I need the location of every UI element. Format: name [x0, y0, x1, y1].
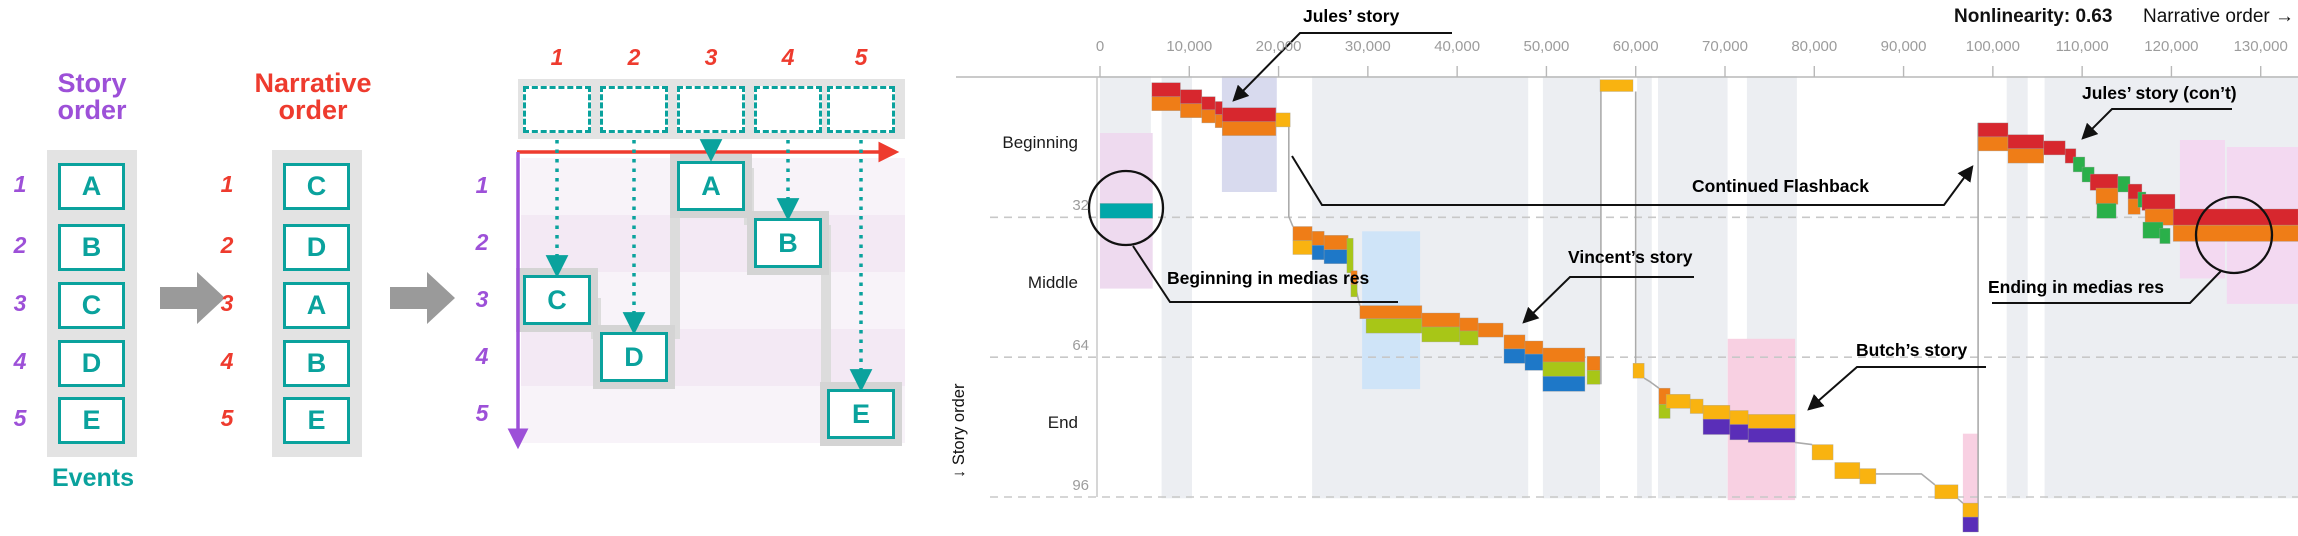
annotation-leader — [1992, 270, 2222, 304]
scene-segment — [1747, 428, 1796, 443]
scene-segment — [1859, 468, 1877, 485]
scene-segment — [1421, 326, 1461, 343]
scene-segment — [1222, 107, 1277, 122]
scene-segment — [2007, 148, 2045, 164]
scene-segment — [1350, 284, 1358, 298]
narrative-connector — [1794, 441, 1813, 446]
scene-segment — [1346, 238, 1354, 274]
scene-segment — [1311, 231, 1325, 246]
annotation-leader — [1522, 276, 1694, 324]
scene-segment — [1099, 203, 1154, 219]
scene-segment — [1524, 340, 1544, 355]
chart-band — [1100, 76, 1151, 136]
scene-segment — [1599, 79, 1634, 92]
scene-segment — [1934, 484, 1959, 500]
scene-segment — [1729, 410, 1749, 425]
scene-segment — [1180, 103, 1203, 118]
scene-segment — [1421, 312, 1461, 328]
highlight-circle — [1087, 169, 1165, 247]
scene-segment — [1658, 404, 1671, 419]
annotation-leader — [1807, 366, 1986, 411]
scene-segment — [1151, 96, 1181, 111]
scene-segment — [1542, 347, 1586, 363]
scene-segment — [1811, 444, 1834, 461]
scene-segment — [2141, 193, 2176, 211]
annotation-leader — [1232, 32, 1452, 102]
scene-segment — [1214, 114, 1223, 128]
scene-segment — [1665, 393, 1691, 409]
scene-segment — [2007, 134, 2045, 149]
scene-segment — [1542, 361, 1586, 377]
scene-segment — [1214, 101, 1223, 115]
scene-segment — [2064, 148, 2077, 164]
highlight-circle — [2194, 195, 2274, 275]
scene-segment — [1702, 418, 1731, 435]
scene-segment — [1689, 398, 1704, 414]
scene-segment — [2172, 208, 2298, 226]
scene-segment — [1747, 414, 1796, 429]
annotation-leader — [1132, 245, 1398, 303]
scene-segment — [2172, 224, 2298, 242]
scene-segment — [2095, 187, 2119, 205]
mini-row-band — [521, 215, 905, 272]
scene-segment — [1323, 235, 1349, 251]
chart-band — [1312, 76, 1529, 499]
scene-segment — [1586, 369, 1601, 385]
chart-band — [1962, 433, 1979, 505]
scene-segment — [1459, 330, 1479, 346]
narrative-connector — [1875, 473, 1936, 486]
scene-segment — [1459, 317, 1479, 332]
scene-segment — [1151, 82, 1181, 97]
scene-segment — [1201, 96, 1216, 111]
scene-segment — [2096, 203, 2117, 219]
annotation-leader — [2081, 108, 2232, 140]
scene-segment — [1702, 404, 1731, 420]
scene-segment — [1524, 353, 1544, 371]
scene-segment — [1503, 348, 1526, 364]
scene-segment — [1977, 122, 2009, 138]
scene-segment — [1834, 462, 1861, 480]
chart-band — [1542, 76, 1600, 499]
mini-row-band — [521, 329, 905, 386]
mini-trail-connector — [821, 225, 831, 396]
scene-segment — [1292, 226, 1313, 241]
flow-arrow-icon — [160, 272, 225, 324]
scene-segment — [2072, 156, 2086, 173]
scene-segment — [1180, 89, 1203, 104]
chart-band — [1161, 76, 1192, 499]
scene-segment — [1365, 318, 1423, 334]
scene-segment — [1962, 516, 1979, 533]
annotation-leader — [1291, 155, 1974, 206]
scene-segment — [1503, 334, 1526, 350]
mini-trail-connector — [670, 168, 680, 339]
scene-segment — [1632, 362, 1645, 379]
scene-segment — [1962, 502, 1979, 518]
scene-segment — [1977, 136, 2009, 152]
scene-segment — [1292, 240, 1313, 255]
scene-segment — [2043, 140, 2066, 156]
scene-segment — [1729, 424, 1749, 441]
scene-segment — [1359, 305, 1423, 320]
scene-segment — [1586, 355, 1601, 371]
scene-segment — [1477, 322, 1504, 338]
scene-segment — [1350, 270, 1358, 286]
flow-arrow-icon — [390, 272, 455, 324]
scene-segment — [1275, 112, 1291, 128]
narrative-connector — [1643, 377, 1660, 389]
scene-segment — [1311, 245, 1325, 261]
chart-band — [1658, 76, 1728, 499]
chart-band — [1637, 76, 1652, 499]
scene-segment — [1201, 109, 1216, 124]
scene-segment — [1323, 249, 1349, 264]
narrative-connector — [1957, 498, 1964, 504]
chart-band — [2006, 76, 2028, 499]
scene-segment — [2159, 228, 2171, 244]
scene-segment — [1542, 376, 1586, 392]
scene-segment — [1222, 121, 1277, 136]
narrative-connector — [1288, 126, 1294, 227]
